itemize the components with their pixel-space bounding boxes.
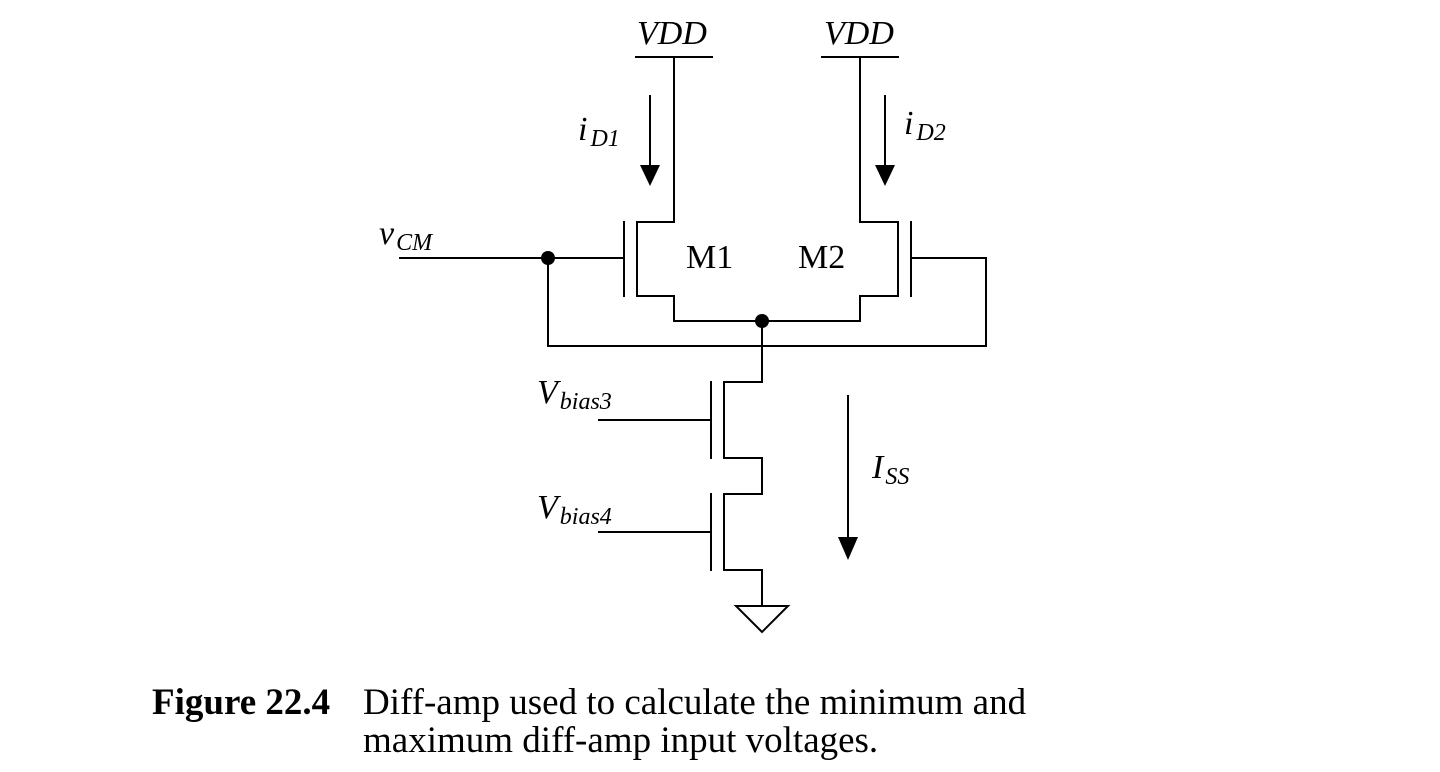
transistor-m2 bbox=[547, 221, 987, 347]
label-vcm: vCM bbox=[379, 215, 434, 256]
label-vdd-left: VDD bbox=[637, 15, 707, 52]
vdd-left-symbol bbox=[635, 56, 713, 223]
label-vdd-right: VDD bbox=[824, 15, 894, 52]
figure-caption-text: Diff-amp used to calculate the minimum a… bbox=[363, 682, 1027, 761]
arrow-id1-icon bbox=[640, 95, 660, 186]
label-m1: M1 bbox=[686, 239, 733, 276]
label-vbias4: Vbias4 bbox=[537, 489, 612, 530]
junction-dot-gate bbox=[541, 251, 555, 265]
transistor-m1 bbox=[547, 221, 763, 322]
transistor-bias4 bbox=[598, 493, 763, 607]
vdd-right-symbol bbox=[821, 56, 899, 223]
label-vbias3: Vbias3 bbox=[537, 374, 612, 415]
label-iss: ISS bbox=[871, 449, 909, 490]
arrow-id2-icon bbox=[875, 95, 895, 186]
transistor-bias3 bbox=[598, 381, 763, 495]
figure-number: Figure 22.4 bbox=[152, 682, 331, 723]
label-m2: M2 bbox=[798, 239, 845, 276]
arrow-iss-icon bbox=[838, 395, 858, 560]
ground-symbol bbox=[733, 605, 791, 634]
